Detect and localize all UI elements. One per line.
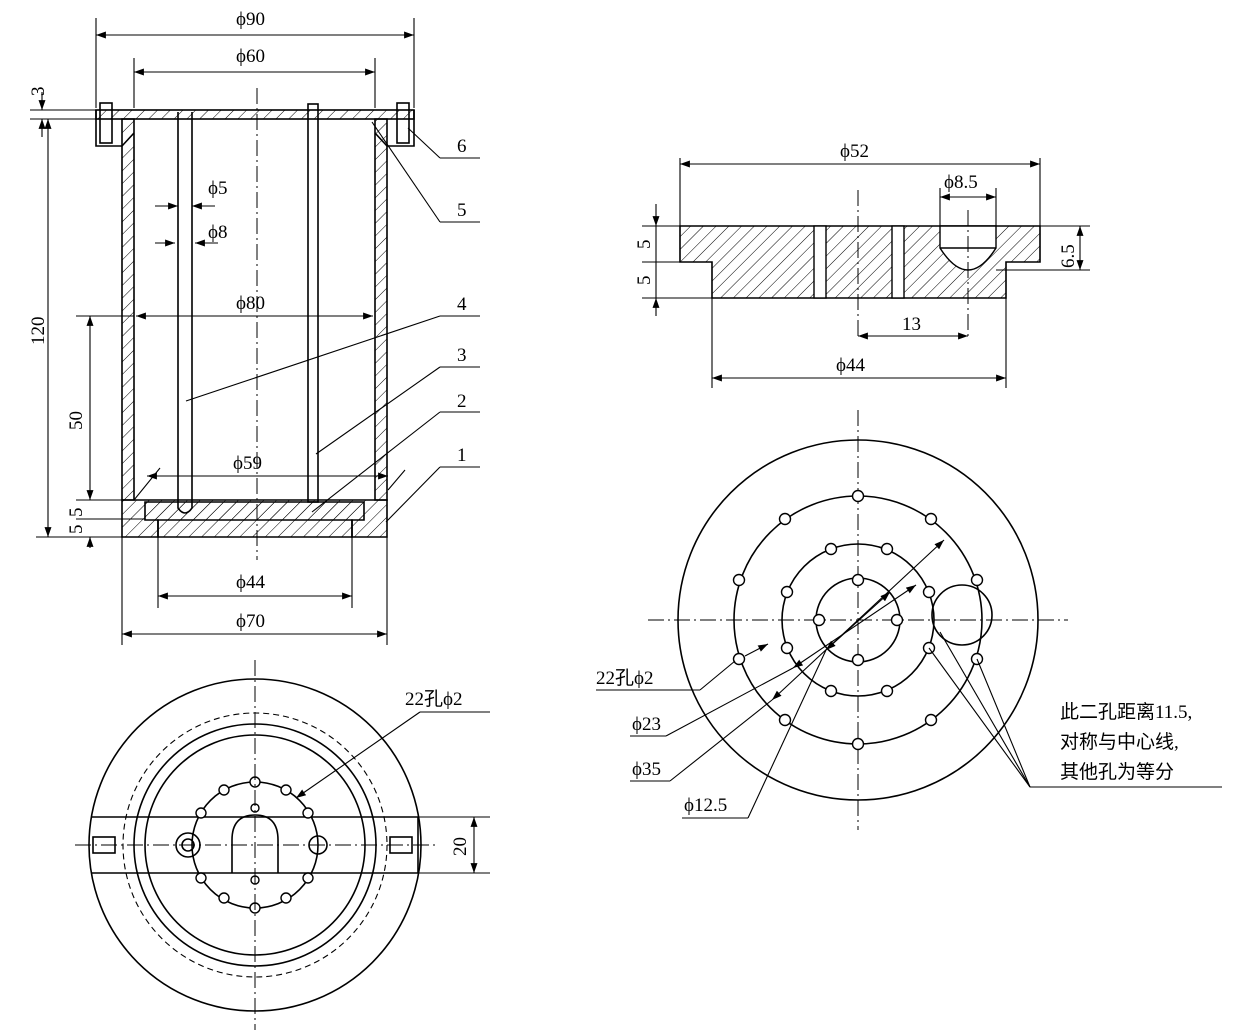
wall-right: [374, 118, 388, 501]
plate-section-view: ϕ52 ϕ8.5 5 5 6.5 13 ϕ44: [634, 141, 1090, 388]
dim-base-dia: ϕ44: [236, 572, 266, 593]
dim-mid-height: 50: [66, 411, 87, 430]
plate-note-line-3: 其他孔为等分: [1060, 761, 1174, 783]
plate-note-line-1: 此二孔距离11.5,: [1060, 701, 1192, 723]
dim-base-b: 5: [66, 525, 87, 535]
pin-left: [99, 102, 113, 144]
dim-inner-top: ϕ60: [236, 46, 265, 67]
dim-plate-left-b: 5: [634, 276, 655, 286]
dim-outer-top: ϕ90: [236, 9, 265, 30]
part-label-5: 5: [457, 200, 467, 221]
dim-small-hole: ϕ5: [208, 178, 228, 199]
dim-outer-bottom: ϕ70: [236, 611, 265, 632]
dim-plate-right: 6.5: [1058, 244, 1079, 268]
part-label-3: 3: [457, 345, 467, 366]
dim-plate-bottom: ϕ44: [836, 355, 866, 376]
pin-right: [396, 102, 410, 144]
plan-view: 22孔ϕ2 20: [75, 660, 490, 1030]
plate-top-view: 22孔ϕ2 ϕ23 ϕ35 ϕ12.5 此二孔距离11.5, 对称与中心线, 其…: [596, 410, 1222, 830]
dim-slot: 20: [450, 837, 471, 856]
plate-note-line-2: 对称与中心线,: [1060, 731, 1179, 753]
dim-lid: 3: [28, 87, 49, 97]
dim-height: 120: [28, 317, 49, 346]
part-label-2: 2: [457, 391, 467, 412]
dim-circle-125: ϕ12.5: [684, 795, 727, 816]
part-label-1: 1: [457, 445, 467, 466]
dim-plate-left-a: 5: [634, 240, 655, 250]
dim-large-hole: ϕ8: [208, 222, 228, 243]
lid-plate: [95, 109, 415, 120]
plate-holes-note: 22孔ϕ2: [596, 667, 654, 689]
dim-plate-hole: ϕ8.5: [944, 172, 978, 193]
tube-small: [177, 112, 193, 514]
part-label-4: 4: [457, 294, 467, 315]
wall-left: [121, 118, 135, 501]
front-section-view: ϕ90 ϕ60 3 120 ϕ5 ϕ8 ϕ80 50 ϕ59: [28, 9, 480, 645]
plan-holes-note: 22孔ϕ2: [405, 688, 463, 710]
plate-hole-ring-outer: [732, 489, 984, 751]
dim-circle-23: ϕ23: [632, 714, 661, 735]
dim-plate-top: ϕ52: [840, 141, 869, 162]
dim-plate-offset: 13: [902, 314, 921, 335]
dim-inner-dia: ϕ80: [236, 293, 265, 314]
rod-large: [307, 103, 319, 503]
part-label-6: 6: [457, 136, 467, 157]
dim-circle-35: ϕ35: [632, 759, 661, 780]
counterbore-circle: [931, 584, 993, 646]
dim-base-a: 5: [66, 508, 87, 518]
dim-bottom-dia: ϕ59: [233, 453, 262, 474]
